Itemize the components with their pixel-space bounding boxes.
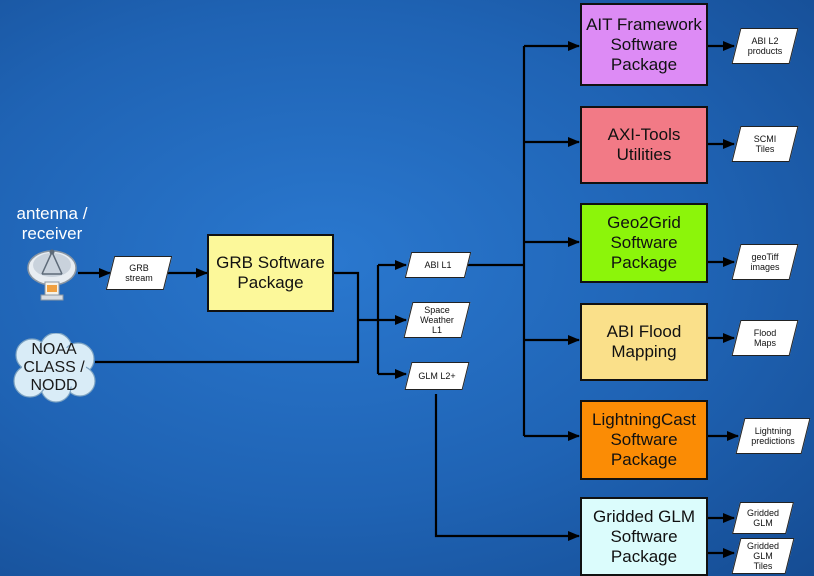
output-abi-l2: ABI L2 products — [731, 28, 799, 64]
output-gridded-glm-tiles: Gridded GLM Tiles — [731, 538, 795, 574]
output-gridded-glm-tiles-label: Gridded GLM Tiles — [746, 541, 780, 571]
output-flood-maps-label: Flood Maps — [753, 328, 777, 348]
lightningcast-package: LightningCast Software Package — [580, 400, 708, 480]
glm-l2-label: GLM L2+ — [418, 371, 456, 381]
noaa-cloud: NOAA CLASS / NODD — [10, 333, 98, 403]
axi-tools-utilities: AXI-Tools Utilities — [580, 106, 708, 184]
output-lightning-predictions: Lightning predictions — [735, 418, 811, 454]
ait-framework-package: AIT Framework Software Package — [580, 3, 708, 86]
satellite-dish-icon — [26, 246, 78, 302]
line-grb-package-out — [334, 271, 360, 320]
geo2grid-package: Geo2Grid Software Package — [580, 203, 708, 283]
output-scmi: SCMI Tiles — [731, 126, 799, 162]
output-gridded-glm-label: Gridded GLM — [746, 508, 780, 528]
glm-l2-node: GLM L2+ — [404, 362, 470, 390]
cloud-icon — [13, 333, 96, 403]
grb-software-package: GRB Software Package — [207, 234, 334, 312]
grb-stream-node: GRB stream — [105, 256, 173, 290]
space-weather-label: Space Weather L1 — [420, 305, 454, 335]
arrow-glm-to-gridded — [434, 394, 580, 541]
space-weather-node: Space Weather L1 — [403, 302, 471, 338]
abi-l1-node: ABI L1 — [404, 252, 472, 278]
line-noaa-out — [95, 320, 360, 364]
abi-l1-label: ABI L1 — [424, 260, 452, 270]
output-lightning-predictions-label: Lightning predictions — [751, 426, 795, 446]
output-scmi-label: SCMI Tiles — [753, 134, 777, 154]
noaa-label: NOAA CLASS / NODD — [23, 341, 85, 394]
output-gridded-glm: Gridded GLM — [732, 502, 794, 534]
antenna-label: antenna / receiver — [16, 204, 88, 243]
abi-flood-mapping: ABI Flood Mapping — [580, 303, 708, 381]
output-geotiff-label: geoTiff images — [750, 252, 780, 272]
gridded-glm-package: Gridded GLM Software Package — [580, 497, 708, 576]
output-abi-l2-label: ABI L2 products — [747, 36, 783, 56]
output-flood-maps: Flood Maps — [731, 320, 799, 356]
output-geotiff: geoTiff images — [731, 244, 799, 280]
grb-stream-label: GRB stream — [125, 263, 153, 283]
